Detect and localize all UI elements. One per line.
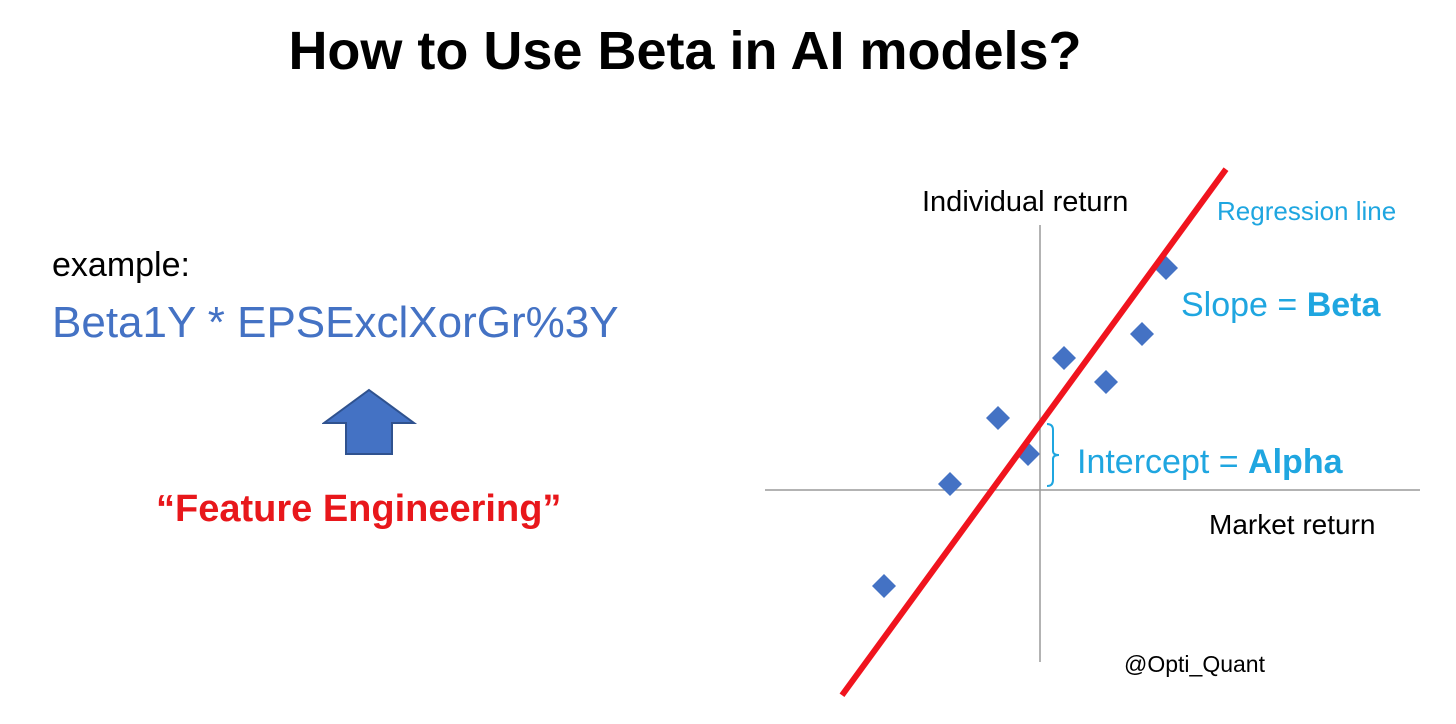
example-label: example: (52, 246, 190, 284)
data-point-7 (1130, 322, 1154, 346)
data-point-2 (938, 472, 962, 496)
credit-text: @Opti_Quant (1124, 651, 1266, 677)
intercept-bracket (1046, 423, 1060, 487)
data-point-1 (872, 574, 896, 598)
slope-value: Beta (1307, 286, 1382, 324)
page-title: How to Use Beta in AI models? (288, 21, 1082, 81)
intercept-prefix: Intercept = (1077, 443, 1248, 481)
formula-text: Beta1Y * EPSExclXorGr%3Y (52, 298, 619, 347)
slope-annotation: Slope = Beta (1181, 286, 1382, 324)
intercept-annotation: Intercept = Alpha (1077, 443, 1344, 481)
data-point-3 (986, 406, 1010, 430)
regression-line-label: Regression line (1217, 196, 1396, 226)
data-point-6 (1094, 370, 1118, 394)
y-axis-label: Individual return (922, 186, 1128, 218)
x-axis-label: Market return (1209, 509, 1376, 540)
feature-engineering-caption: “Feature Engineering” (156, 488, 562, 530)
data-point-5 (1052, 346, 1076, 370)
up-arrow-icon (322, 388, 418, 455)
slope-prefix: Slope = (1181, 286, 1307, 324)
regression-line (839, 167, 1229, 698)
intercept-value: Alpha (1248, 443, 1344, 481)
